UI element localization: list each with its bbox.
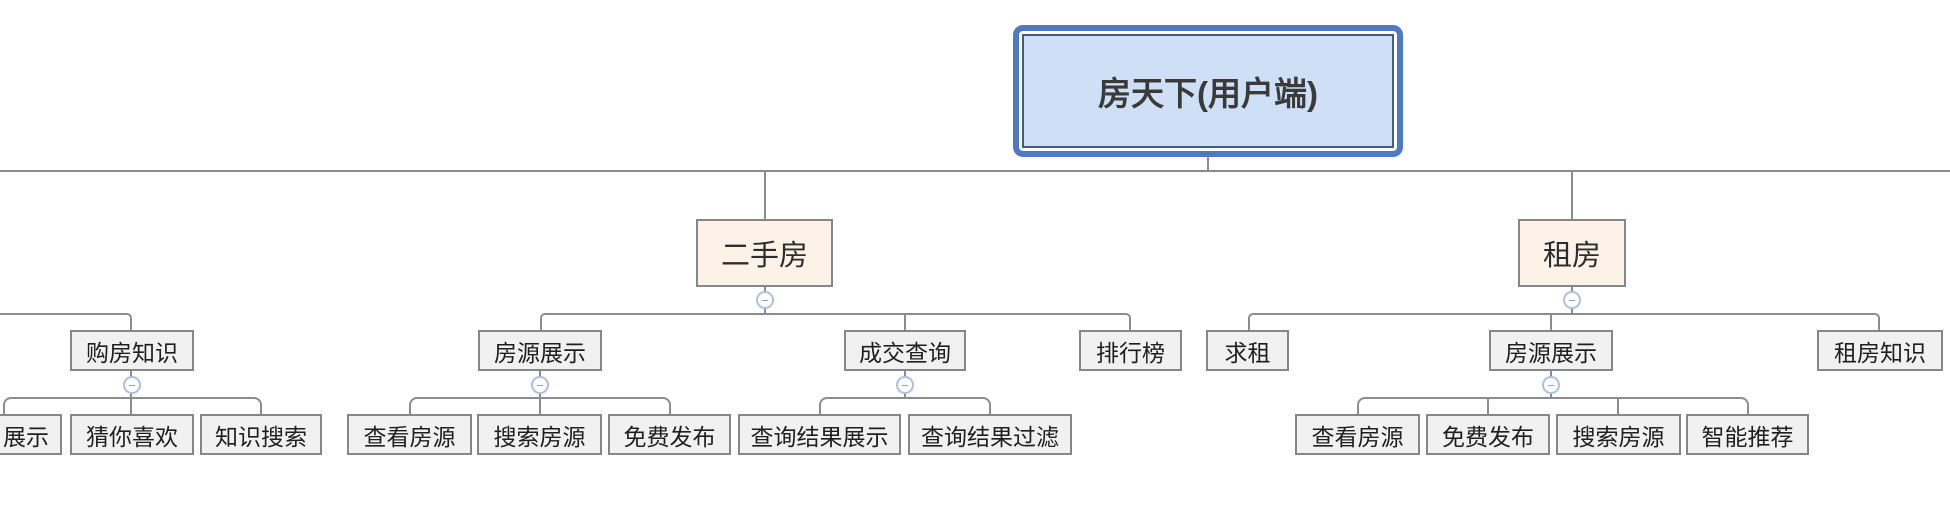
root-node-label: 房天下(用户端) — [1022, 34, 1394, 148]
node-qiuzu[interactable]: 求租 — [1206, 330, 1289, 371]
collapse-icon[interactable]: − — [123, 376, 141, 394]
connector-chengjiaochaxun-stub — [904, 313, 906, 330]
collapse-icon[interactable]: − — [1542, 376, 1560, 394]
connector-zufang-stub — [1571, 170, 1573, 219]
node-fangyuan-zhanshi-2[interactable]: 房源展示 — [1489, 330, 1613, 371]
node-chakan-fangyuan-2[interactable]: 查看房源 — [1295, 414, 1420, 455]
connector-fangyuanzhanshi2-children-rail — [1357, 397, 1749, 414]
node-fangtianxia-root[interactable]: 房天下(用户端) — [1013, 25, 1403, 157]
connector-goufangzhishi-children-rail — [3, 397, 262, 414]
collapse-icon[interactable]: − — [896, 376, 914, 394]
node-zufang[interactable]: 租房 — [1518, 219, 1626, 287]
connector-cainixihuan-stub — [130, 397, 132, 414]
node-zufang-zhishi[interactable]: 租房知识 — [1817, 330, 1943, 371]
node-zhanshi-partial[interactable]: 展示 — [0, 414, 62, 455]
node-ershoufang[interactable]: 二手房 — [696, 219, 833, 287]
connector-sousuofangyuan2-stub — [1617, 397, 1619, 414]
node-chengjiao-chaxun[interactable]: 成交查询 — [844, 330, 966, 371]
node-chaxun-jieguo-zhanshi[interactable]: 查询结果展示 — [738, 414, 901, 455]
collapse-icon[interactable]: − — [1563, 291, 1581, 309]
node-fangyuan-zhanshi-1[interactable]: 房源展示 — [478, 330, 602, 371]
connector-root-rail — [0, 170, 1950, 172]
node-cainixihuan[interactable]: 猜你喜欢 — [70, 414, 194, 455]
connector-offscreen-parent-rail — [0, 313, 132, 330]
connector-root-stub — [1207, 156, 1209, 171]
connector-sousuofangyuan1-stub — [539, 397, 541, 414]
connector-ershoufang-stub — [764, 170, 766, 219]
connector-ershoufang-children-rail — [540, 313, 1131, 330]
node-mianfei-fabu-2[interactable]: 免费发布 — [1426, 414, 1550, 455]
node-sousuo-fangyuan-1[interactable]: 搜索房源 — [477, 414, 602, 455]
connector-fangyuanzhanshi2-stub — [1550, 313, 1552, 330]
node-mianfei-fabu-1[interactable]: 免费发布 — [608, 414, 731, 455]
connector-chengjiaochaxun-children-rail — [819, 397, 991, 414]
node-chaxun-jieguo-guolv[interactable]: 查询结果过滤 — [908, 414, 1072, 455]
collapse-icon[interactable]: − — [531, 376, 549, 394]
node-paihangbang[interactable]: 排行榜 — [1079, 330, 1182, 371]
node-goufang-zhishi[interactable]: 购房知识 — [70, 330, 194, 371]
collapse-icon[interactable]: − — [756, 291, 774, 309]
node-chakan-fangyuan-1[interactable]: 查看房源 — [347, 414, 472, 455]
node-sousuo-fangyuan-2[interactable]: 搜索房源 — [1556, 414, 1681, 455]
connector-zufang-children-rail — [1248, 313, 1880, 330]
node-zhineng-tuijian[interactable]: 智能推荐 — [1686, 414, 1809, 455]
node-zhishi-sousuo[interactable]: 知识搜索 — [200, 414, 322, 455]
connector-mianfeifabu2-stub — [1487, 397, 1489, 414]
